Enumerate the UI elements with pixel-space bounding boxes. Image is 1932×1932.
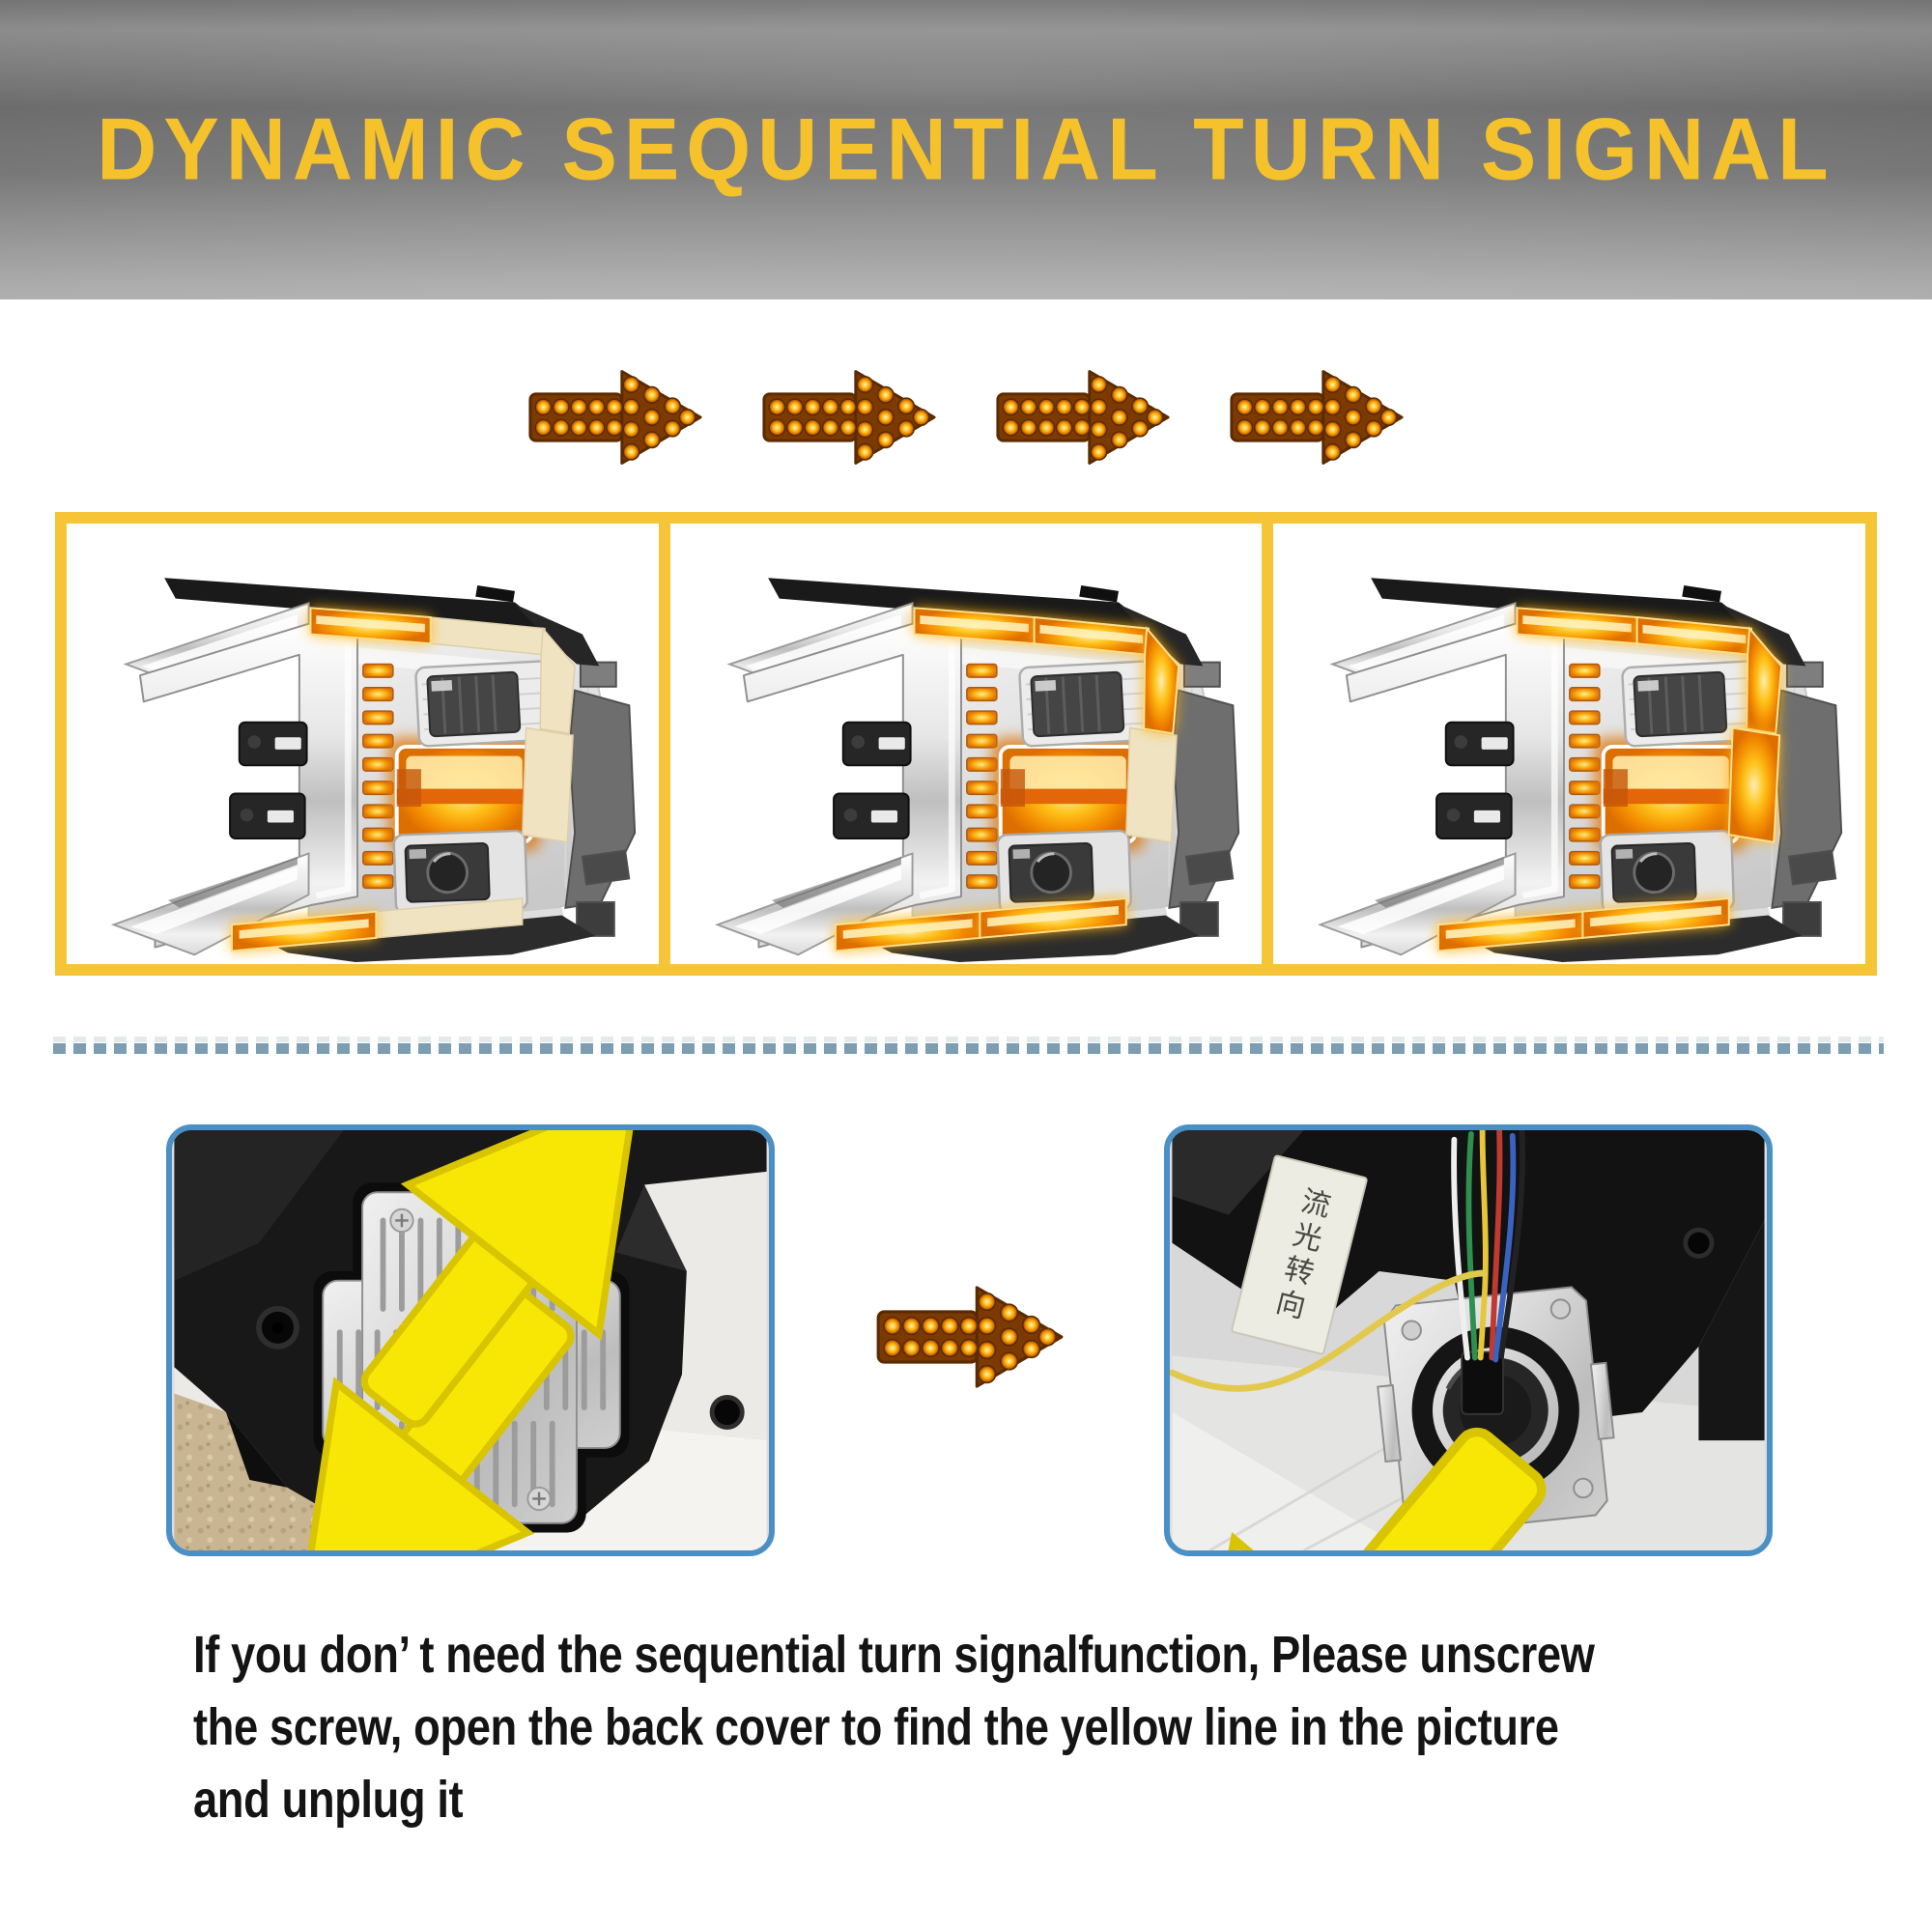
- led-arrow-icon: [528, 370, 702, 465]
- sequence-step-1: [67, 524, 659, 964]
- headlight-sequence-panels: [55, 512, 1877, 976]
- find-yellow-line-photo: 流光转向: [1164, 1124, 1773, 1556]
- headlight-illustration-step-3: [1273, 524, 1865, 964]
- title-banner: DYNAMIC SEQUENTIAL TURN SIGNAL: [0, 0, 1932, 299]
- led-arrow-icon: [996, 370, 1170, 465]
- instruction-text: If you don’ t need the sequential turn s…: [193, 1619, 1783, 1836]
- dashed-divider: [53, 1037, 1884, 1054]
- instruction-line: and unplug it: [193, 1771, 464, 1829]
- yellow-line-wire: [1170, 1269, 1488, 1392]
- yellow-line-illustration: [1170, 1130, 1765, 1550]
- led-arrow-icon: [762, 370, 936, 465]
- headlight-illustration-step-1: [67, 524, 659, 964]
- unscrew-back-cover-photo: [166, 1124, 775, 1556]
- sequence-step-3: [1273, 524, 1866, 964]
- led-arrow-icon: [1230, 370, 1404, 465]
- page-title: DYNAMIC SEQUENTIAL TURN SIGNAL: [97, 99, 1835, 199]
- led-arrow-icon: [876, 1286, 1064, 1388]
- sequence-arrow-row: [0, 365, 1932, 469]
- back-cover-illustration: [172, 1130, 769, 1550]
- instruction-line: If you don’ t need the sequential turn s…: [193, 1626, 1595, 1684]
- headlight-illustration-step-2: [670, 524, 1263, 964]
- sequence-step-2: [669, 524, 1263, 964]
- instruction-line: the screw, open the back cover to find t…: [193, 1698, 1559, 1756]
- wire-bundle: [1451, 1130, 1525, 1363]
